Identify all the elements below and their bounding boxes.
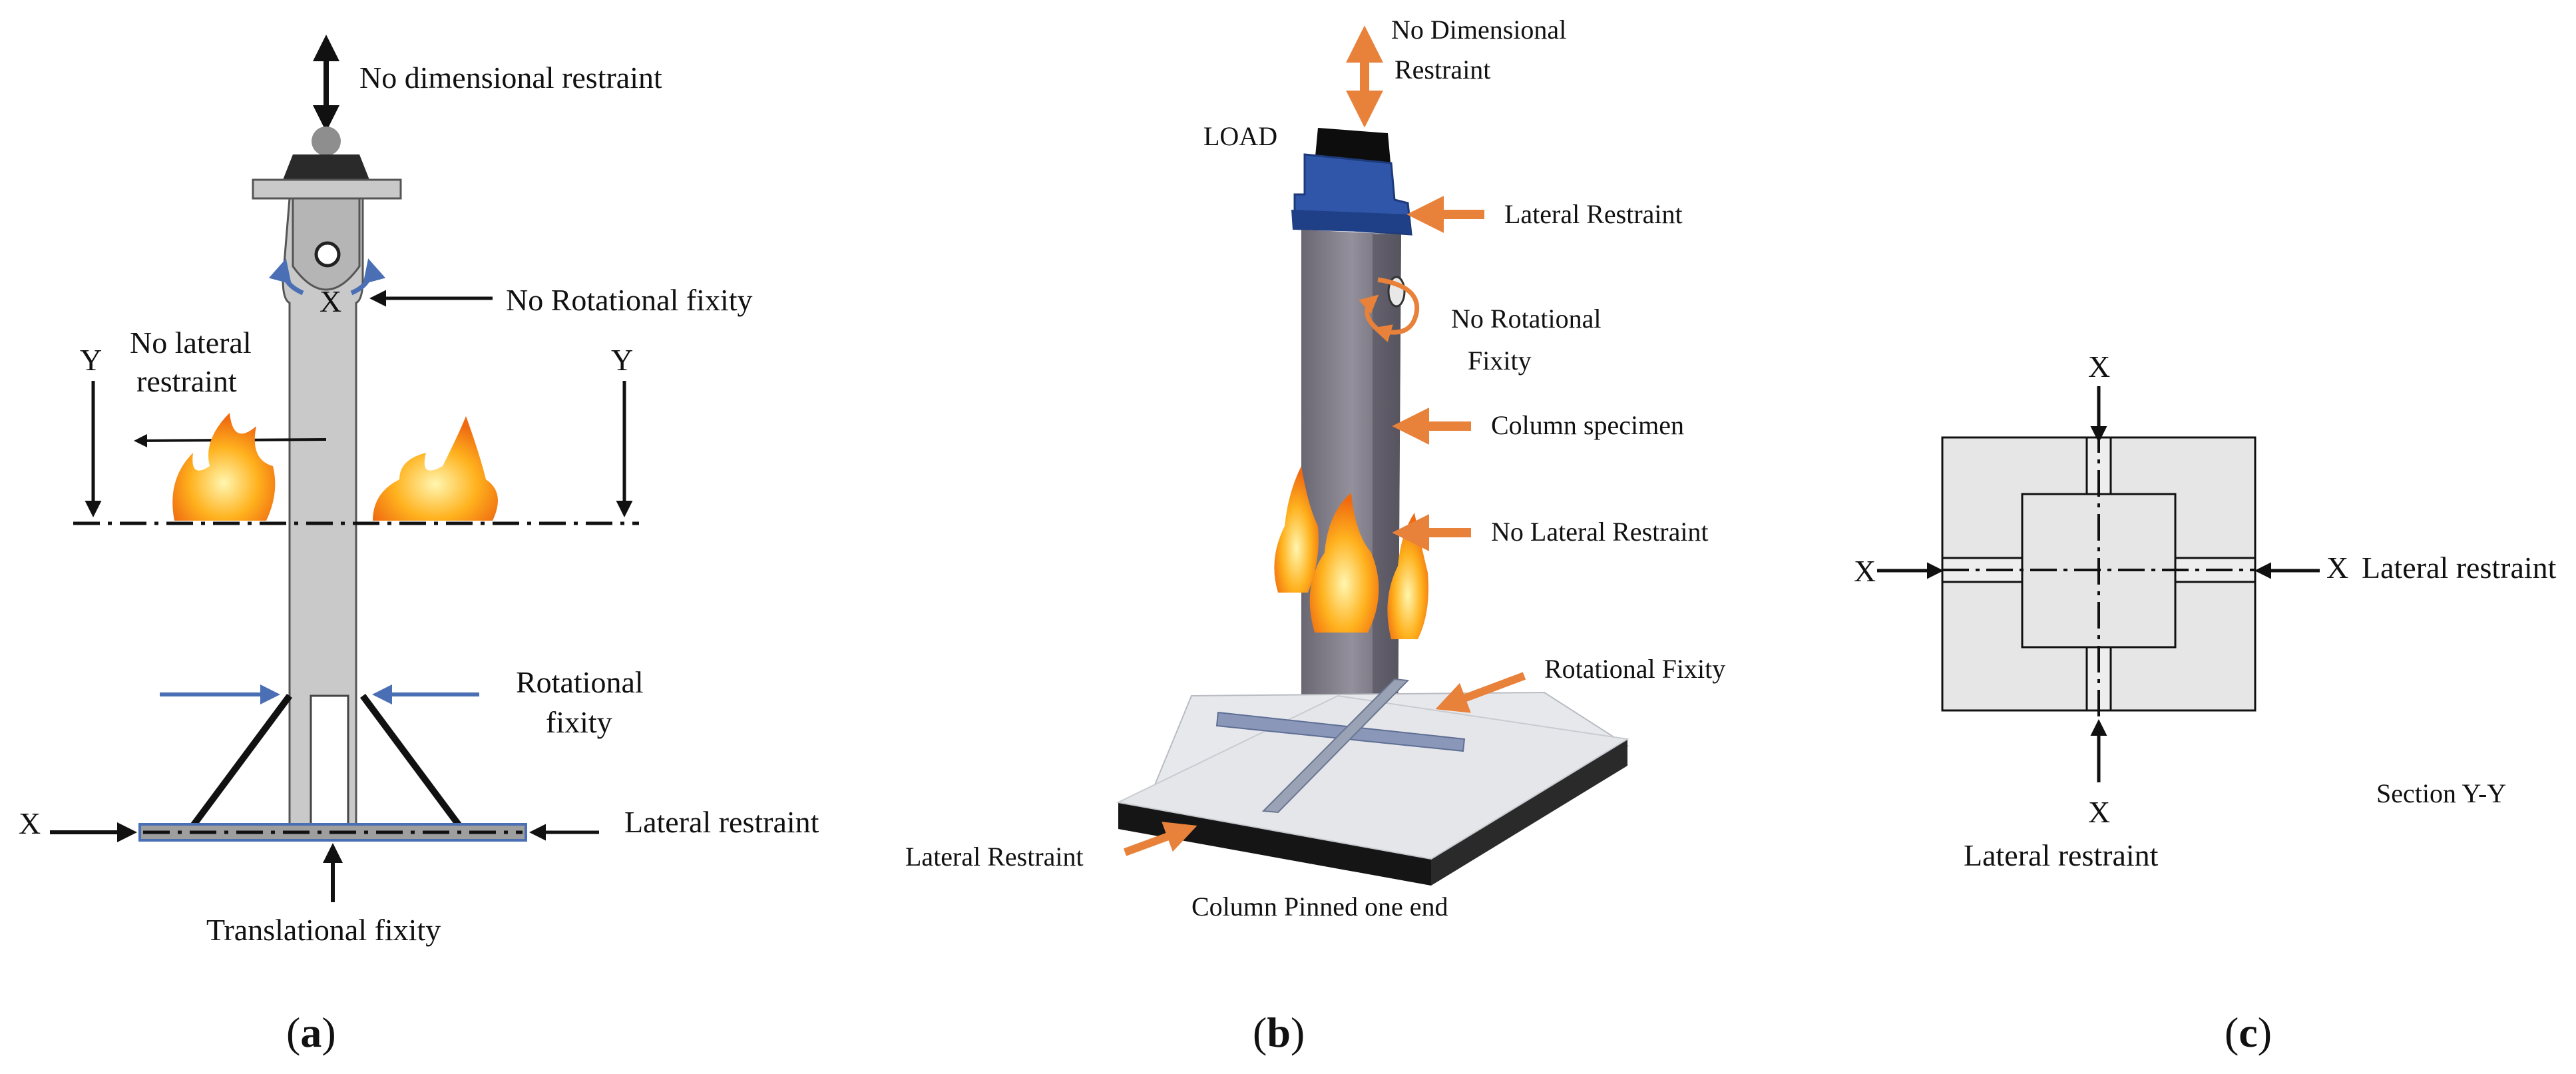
no-dimensional-restraint-b-line1: No Dimensional <box>1391 15 1566 45</box>
no-lateral-restraint-line1: No lateral <box>130 326 252 360</box>
section-y-y-label: Section Y-Y <box>2376 778 2506 808</box>
base-plate-side <box>1431 739 1627 886</box>
lateral-restraint-label-a: Lateral restraint <box>624 805 819 839</box>
cross-member-2 <box>1261 678 1410 814</box>
fire-icon-right <box>373 416 498 521</box>
top-plate <box>252 178 402 200</box>
column-pinned-one-end-label: Column Pinned one end <box>1191 892 1448 922</box>
y-left-label: Y <box>80 343 102 377</box>
rotation-arrow-left <box>268 258 304 296</box>
top-x-label: X <box>320 284 341 318</box>
column-side <box>1373 234 1401 752</box>
lateral-restraint-label-b-bottom: Lateral Restraint <box>905 842 1084 872</box>
load-head <box>283 154 369 180</box>
rotational-fixity-line2: fixity <box>546 705 612 739</box>
column-specimen-label: Column specimen <box>1491 410 1684 440</box>
column-slot <box>310 694 349 827</box>
x-bottom-label: X <box>2088 795 2110 829</box>
rotational-fixity-line1: Rotational <box>516 665 644 699</box>
no-rotational-fixity-b-line2: Fixity <box>1468 346 1532 376</box>
x-top-label: X <box>2088 350 2110 384</box>
caption-b: (b) <box>1253 1009 1305 1056</box>
load-label: LOAD <box>1203 121 1277 151</box>
translational-fixity-label: Translational fixity <box>206 913 441 947</box>
bottom-x-label: X <box>19 806 41 840</box>
lateral-restraint-arrow-b-bottom <box>1123 822 1197 856</box>
no-rotational-fixity-label: No Rotational fixity <box>506 283 753 317</box>
no-lateral-restraint-line2: restraint <box>136 364 237 398</box>
fire-icon-left <box>172 413 276 521</box>
rotation-arrow-b <box>1372 277 1420 343</box>
caption-a: (a) <box>286 1009 336 1056</box>
caption-c: (c) <box>2225 1009 2272 1056</box>
y-right-label: Y <box>611 343 633 377</box>
panel-b: No Dimensional Restraint LOAD Lateral Re… <box>905 15 1725 1056</box>
rotation-arrow-b2 <box>1359 294 1380 332</box>
lateral-restraint-bottom-label: Lateral restraint <box>1964 838 2159 872</box>
panel-c: X X X Lateral restraint X Lateral restra… <box>1854 350 2557 1056</box>
brace-left <box>190 694 293 828</box>
clamp-top-plate <box>1291 210 1410 233</box>
panel-a: X No dimensional restraint No Rotational… <box>19 34 819 1056</box>
no-dimensional-restraint-label: No dimensional restraint <box>359 61 662 95</box>
pin-hole <box>314 241 341 268</box>
cross-member-1 <box>1215 711 1466 752</box>
x-right-label: X <box>2326 551 2348 585</box>
x-left-label: X <box>1854 554 1876 588</box>
no-dimensional-restraint-b-line2: Restraint <box>1395 55 1490 85</box>
pin-ball <box>312 127 341 156</box>
rotation-arrow-right <box>350 258 386 296</box>
fire-icon-b2 <box>1309 493 1379 633</box>
rotational-fixity-label-b: Rotational Fixity <box>1544 654 1725 684</box>
rotational-fixity-arrow-b <box>1435 672 1526 713</box>
no-rotational-fixity-b-line1: No Rotational <box>1451 304 1602 334</box>
no-lateral-restraint-label-b: No Lateral Restraint <box>1491 517 1709 547</box>
lateral-restraint-label-b-top: Lateral Restraint <box>1504 199 1683 229</box>
fire-icon-b1 <box>1274 466 1319 593</box>
brace-right <box>359 694 463 828</box>
lateral-restraint-right-label: Lateral restraint <box>2362 551 2557 585</box>
